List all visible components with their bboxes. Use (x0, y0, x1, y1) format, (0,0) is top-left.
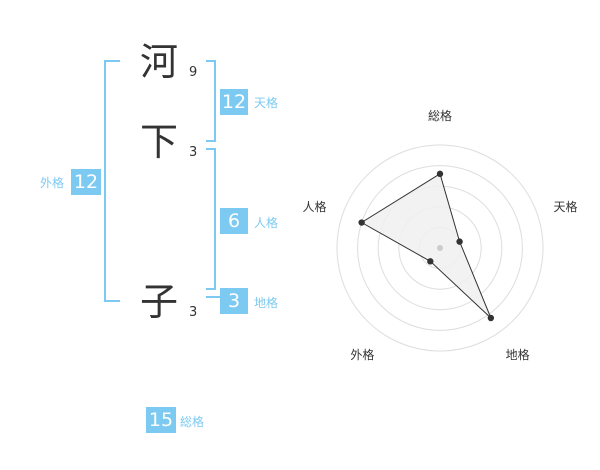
soukaku-label: 総格 (180, 415, 205, 429)
radar-ring (336, 144, 544, 352)
name-char-3: 子 (140, 280, 179, 324)
radar-axis-label: 外格 (350, 347, 375, 362)
jinkaku-label: 人格 (254, 216, 279, 230)
radar-center (437, 245, 443, 251)
gaikaku-label: 外格 (40, 176, 65, 190)
stroke-count-1: 9 (189, 65, 198, 80)
radar-axis-label: 人格 (302, 200, 327, 215)
radar-point (427, 258, 434, 265)
tenkaku-label: 天格 (254, 96, 279, 110)
stroke-count-2: 3 (189, 145, 198, 160)
name-char-1: 河 (140, 40, 179, 84)
radar-point (436, 170, 444, 178)
chikaku-value: 3 (220, 288, 248, 314)
soukaku-value: 15 (146, 407, 176, 433)
radar-polygon (360, 173, 492, 319)
radar-ring (357, 165, 523, 331)
chikaku-bracket (206, 296, 220, 298)
stroke-count-3: 3 (189, 305, 198, 320)
jinkaku-bracket (206, 148, 216, 290)
radar-point (456, 238, 463, 245)
gaikaku-value: 12 (71, 169, 101, 195)
radar-point (358, 219, 365, 226)
radar-axis-label: 総格 (427, 109, 453, 123)
radar-axis-label: 地格 (505, 347, 530, 362)
jinkaku-value: 6 (220, 208, 248, 234)
tenkaku-value: 12 (220, 89, 248, 115)
radar-point (487, 314, 495, 322)
chikaku-label: 地格 (254, 296, 279, 310)
tenkaku-bracket (206, 60, 216, 142)
name-char-2: 下 (140, 120, 179, 164)
radar-axis-label: 天格 (553, 200, 578, 215)
outer-bracket (104, 60, 120, 302)
